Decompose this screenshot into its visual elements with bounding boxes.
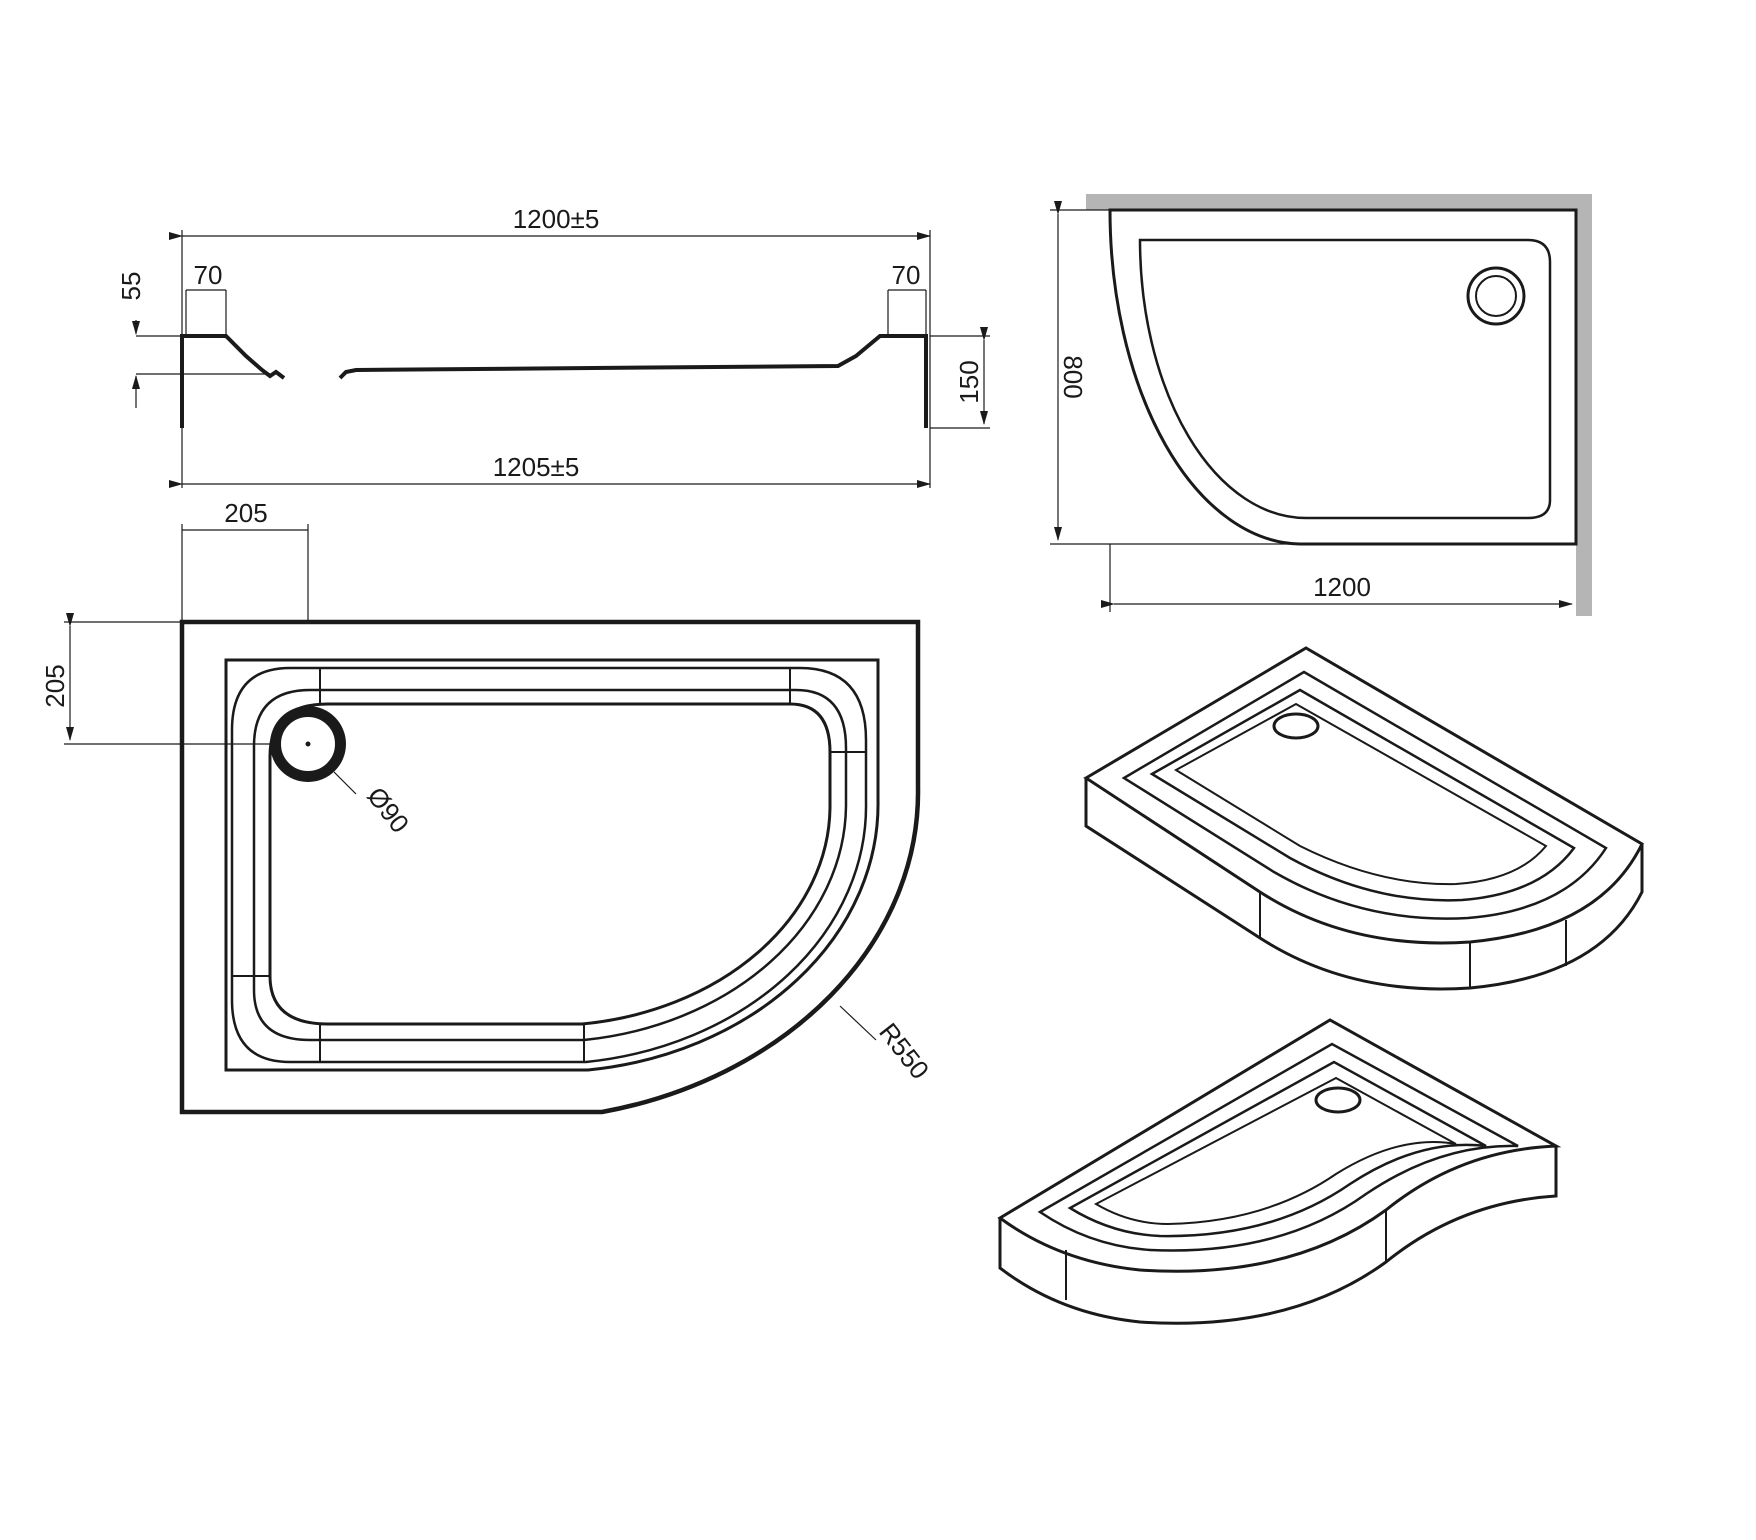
overall-top-dimension: 1200±5: [513, 204, 600, 234]
rim-width-right-dimension: 70: [892, 260, 921, 290]
drain-offset-x-dimension: 205: [224, 498, 267, 528]
iso2-basin: [1067, 1060, 1487, 1238]
basin-groove-inner: [252, 688, 848, 1042]
tray-outline: [179, 619, 921, 1115]
corner-radius-dimension: R550: [873, 1017, 935, 1084]
install-drain-inner: [1475, 275, 1517, 317]
iso1-side-front: [1084, 778, 1644, 991]
drain-center: [305, 741, 311, 747]
plan-view: 205 205 Ø90 R550: [40, 498, 935, 1115]
basin-floor: [268, 702, 832, 1026]
iso1-basin: [1149, 688, 1576, 902]
iso1-basin-floor: [1174, 702, 1548, 886]
install-tray-outline: [1108, 208, 1578, 546]
iso2-top-outline: [997, 1018, 1562, 1273]
basin-groove-outer: [230, 666, 868, 1064]
wall-right: [1576, 194, 1592, 616]
tray-section-profile-right: [338, 334, 928, 428]
install-tray-rim: [1110, 209, 1577, 544]
total-height-dimension: 150: [954, 360, 984, 403]
drain-diameter-dimension: Ø90: [361, 781, 415, 838]
rim-width-left-dimension: 70: [194, 260, 223, 290]
overall-bottom-dimension: 1205±5: [493, 452, 580, 482]
iso2-basin-floor: [1093, 1076, 1457, 1226]
section-view: 1200±5 1205±5 70 70 55 150: [116, 204, 990, 488]
width-dimension: 800: [1058, 355, 1088, 398]
iso1-top-outline: [1083, 646, 1644, 945]
iso2-drain: [1314, 1086, 1362, 1114]
isometric-view-right-hand: [997, 1018, 1562, 1325]
iso2-rim: [1037, 1042, 1519, 1252]
isometric-view-left-hand: [1083, 646, 1644, 991]
drain-offset-y-dimension: 205: [40, 664, 70, 707]
tray-section-profile-left: [180, 334, 286, 428]
installation-view: 800 1200: [1050, 194, 1592, 616]
wall-top: [1086, 194, 1592, 210]
install-tray-basin: [1138, 238, 1552, 520]
rim-height-dimension: 55: [116, 272, 146, 301]
iso1-rim: [1121, 670, 1608, 920]
iso2-side-front: [998, 1146, 1558, 1325]
iso1-drain: [1272, 712, 1320, 740]
tray-rim-inner: [224, 658, 880, 1072]
install-drain-outer: [1466, 266, 1526, 326]
length-dimension: 1200: [1313, 572, 1371, 602]
